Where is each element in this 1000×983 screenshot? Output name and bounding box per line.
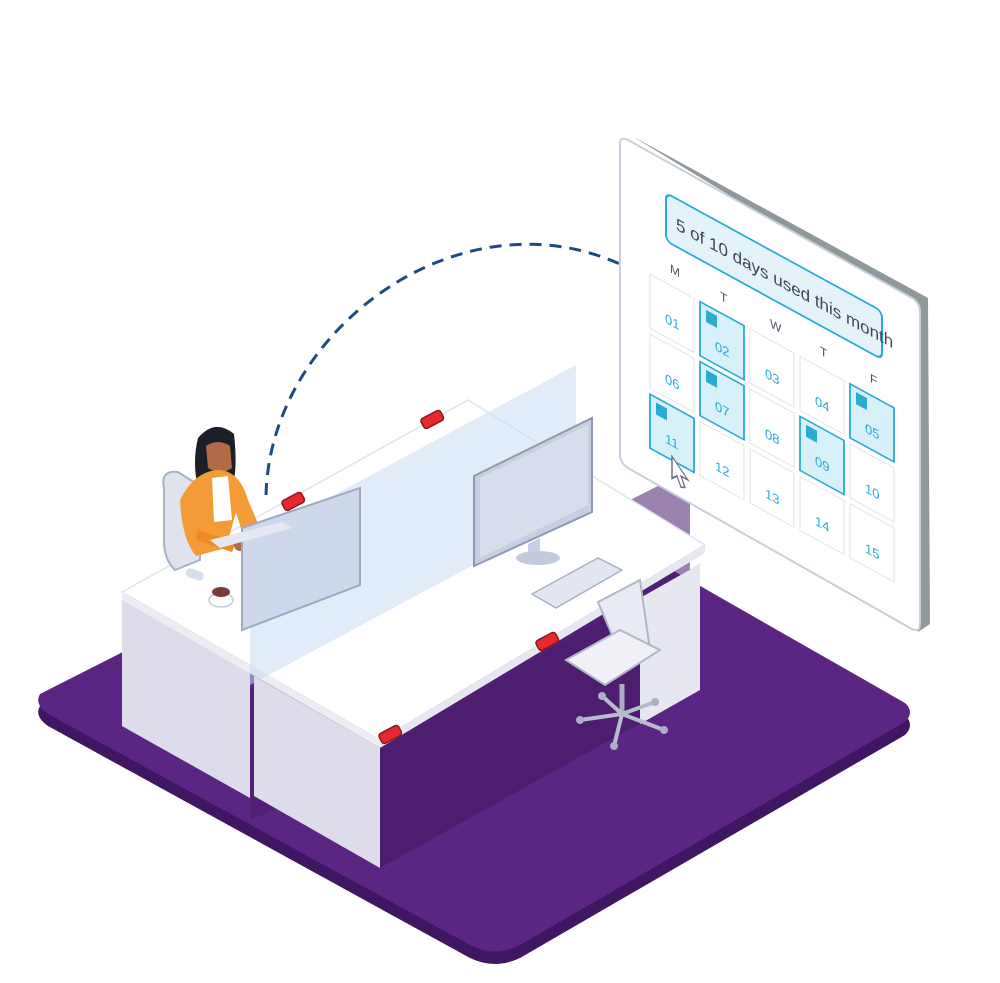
keyboard bbox=[530, 557, 624, 609]
calendar-day[interactable]: 15 bbox=[849, 503, 895, 583]
calendar-day[interactable]: 06 bbox=[649, 333, 695, 414]
building-icon bbox=[856, 392, 867, 411]
calendar-day[interactable]: 10 bbox=[849, 443, 895, 523]
building-icon bbox=[706, 309, 717, 328]
building-icon bbox=[706, 369, 717, 388]
calendar-day[interactable]: 12 bbox=[699, 420, 745, 501]
calendar-day[interactable]: 14 bbox=[799, 475, 845, 556]
calendar-day[interactable]: 04 bbox=[799, 355, 845, 436]
occupancy-sensor bbox=[420, 409, 445, 430]
calendar-day[interactable]: 03 bbox=[749, 328, 795, 408]
calendar-day-booked[interactable]: 07 bbox=[699, 360, 745, 442]
occupancy-sensor bbox=[281, 491, 306, 512]
calendar-day-cell bbox=[799, 355, 845, 436]
building-icon bbox=[806, 424, 817, 443]
calendar-day-booked[interactable]: 02 bbox=[699, 300, 745, 382]
calendar-day-cell bbox=[649, 273, 695, 354]
weekday-label: M bbox=[670, 261, 680, 280]
calendar-day-cell bbox=[649, 333, 695, 414]
weekday-label: F bbox=[870, 371, 877, 389]
calendar-day-cell bbox=[749, 328, 795, 408]
calendar-day-cell bbox=[799, 475, 845, 556]
coffee-cup bbox=[208, 587, 234, 608]
building-icon bbox=[656, 402, 667, 421]
weekday-label: W bbox=[770, 316, 782, 337]
weekday-label: T bbox=[820, 343, 827, 361]
mouse-cursor-icon bbox=[671, 454, 690, 489]
calendar-day-cell bbox=[749, 388, 795, 468]
calendar-day[interactable]: 08 bbox=[749, 388, 795, 468]
calendar-day-booked[interactable]: 09 bbox=[799, 415, 845, 496]
calendar-day[interactable]: 01 bbox=[649, 273, 695, 354]
person-working bbox=[162, 426, 265, 572]
monitor-back bbox=[210, 486, 361, 632]
calendar-day-cell bbox=[849, 503, 895, 583]
weekday-row: M T W T F bbox=[670, 261, 877, 389]
calendar-day-cell bbox=[699, 420, 745, 501]
desk-sensors bbox=[281, 409, 560, 745]
mouse bbox=[185, 568, 204, 581]
office-chair bbox=[564, 578, 668, 750]
calendar-day[interactable]: 13 bbox=[749, 448, 795, 528]
connection-arc bbox=[264, 242, 623, 496]
weekday-label: T bbox=[720, 288, 727, 306]
glass-divider bbox=[250, 365, 576, 685]
occupancy-sensor bbox=[378, 724, 403, 745]
calendar-day-booked[interactable]: 05 bbox=[849, 382, 895, 464]
calendar-day-cell bbox=[749, 448, 795, 528]
calendar-day-cell bbox=[849, 443, 895, 523]
monitor-right bbox=[473, 416, 593, 568]
days-used-banner bbox=[665, 194, 883, 359]
occupancy-sensor bbox=[535, 631, 560, 652]
